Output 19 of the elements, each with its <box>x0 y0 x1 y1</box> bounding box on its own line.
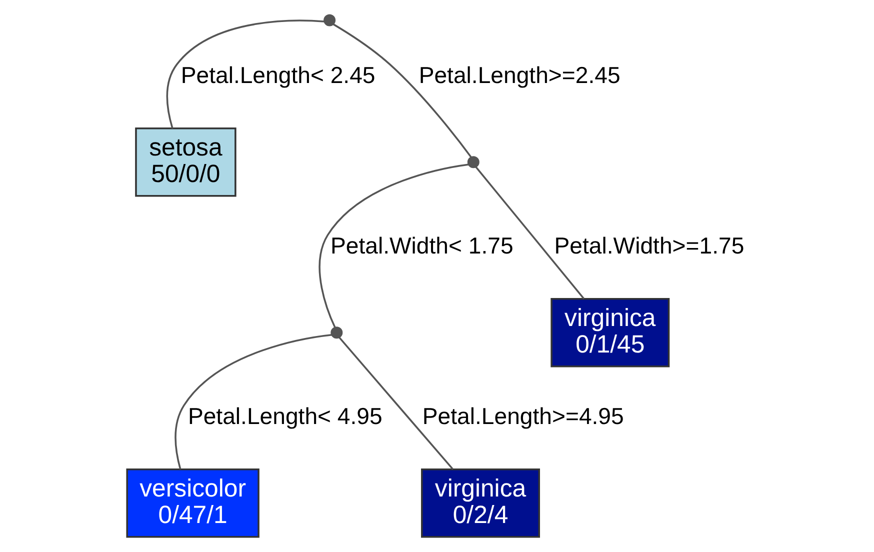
node-box: virginica 0/2/4 <box>421 468 540 538</box>
node-box: virginica 0/1/45 <box>550 298 670 368</box>
connector <box>475 166 585 300</box>
edge-label: Petal.Length< 4.95 <box>188 402 382 429</box>
node-box: setosa 50/0/0 <box>135 128 236 197</box>
node-point <box>467 156 480 168</box>
connector <box>332 23 472 158</box>
node-box: versicolor 0/47/1 <box>126 468 260 538</box>
connector <box>166 20 324 129</box>
node-point <box>330 326 343 339</box>
edge-label: Petal.Length< 2.45 <box>180 62 376 88</box>
node-point <box>324 14 336 26</box>
edge-label: Petal.Length>=4.95 <box>422 402 624 429</box>
edge-label: Petal.Width>=1.75 <box>554 232 744 258</box>
connector <box>318 164 469 328</box>
edge-label: Petal.Length>=2.45 <box>418 62 620 88</box>
edge-label: Petal.Width< 1.75 <box>330 232 514 258</box>
connector <box>338 336 454 470</box>
connector <box>174 334 332 470</box>
